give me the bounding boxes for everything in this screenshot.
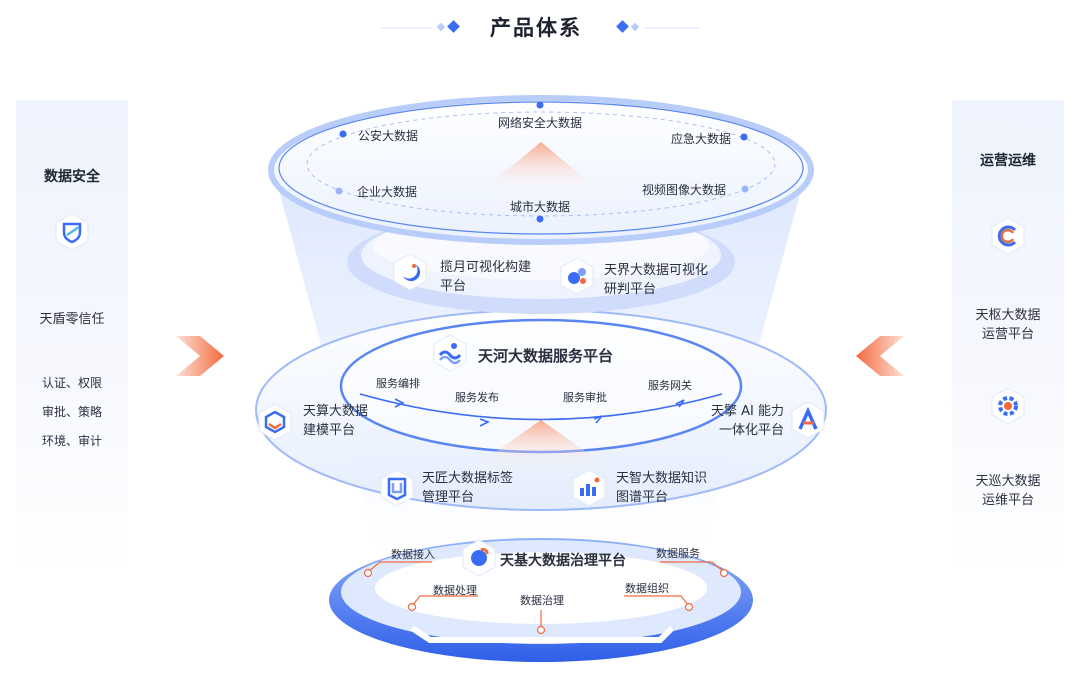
top-item-video-image: 视频图像大数据 — [642, 183, 727, 197]
top-item-public-security: 公安大数据 — [358, 129, 419, 143]
base-step-service: 数据服务 — [656, 547, 700, 560]
left-feature-2: 审批、策略 — [41, 405, 102, 419]
cube-icon — [258, 403, 292, 441]
top-item-enterprise: 企业大数据 — [357, 185, 418, 199]
service-bottom-product-1-line2: 管理平台 — [422, 490, 475, 505]
right-product-2-line2: 运维平台 — [981, 493, 1034, 508]
service-step-orchestrate: 服务编排 — [376, 377, 420, 390]
right-product-2-line1: 天巡大数据 — [975, 474, 1041, 489]
left-panel-title: 数据安全 — [44, 169, 100, 185]
base-ring — [329, 538, 753, 662]
base-step-govern: 数据治理 — [520, 594, 564, 607]
right-panel-title: 运营运维 — [980, 153, 1036, 169]
service-flow — [359, 393, 723, 427]
left-feature-3: 环境、审计 — [41, 434, 102, 448]
page-header: 产品体系 — [0, 12, 1080, 44]
service-right-product-line1: 天擎 AI 能力 — [711, 404, 784, 419]
left-feature-1: 认证、权限 — [41, 376, 102, 390]
service-bottom-product-1-line1: 天匠大数据标签 — [422, 471, 514, 486]
visual-product-2-line1: 天界大数据可视化 — [604, 263, 709, 278]
top-item-emergency: 应急大数据 — [671, 132, 732, 146]
base-step-organize: 数据组织 — [625, 582, 669, 595]
service-step-approve: 服务审批 — [563, 391, 607, 404]
base-layer-title: 天基大数据治理平台 — [500, 553, 626, 569]
moon-star-icon — [393, 253, 427, 291]
top-ring-dots — [335, 101, 749, 223]
base-step-ingest: 数据接入 — [391, 548, 435, 561]
tag-shield-icon — [380, 469, 414, 507]
wave-icon — [433, 334, 467, 372]
right-panel-ops: 运营运维 天枢大数据 运营平台 天巡大数据 运维平台 — [952, 100, 1064, 576]
shield-icon — [55, 213, 89, 251]
graph-bars-icon — [572, 469, 606, 507]
right-flow-arrow — [856, 336, 904, 376]
visual-product-1-line2: 平台 — [440, 279, 467, 294]
top-item-network-security: 网络安全大数据 — [498, 116, 583, 130]
swirl-c-icon — [991, 217, 1025, 255]
bubbles-icon — [560, 257, 594, 295]
right-product-1-line1: 天枢大数据 — [975, 308, 1041, 323]
service-bottom-product-2-line2: 图谱平台 — [616, 490, 669, 505]
ai-logo-icon — [791, 401, 825, 439]
visual-product-2-line2: 研判平台 — [604, 282, 657, 297]
right-product-1-line2: 运营平台 — [981, 327, 1034, 342]
left-panel-product: 天盾零信任 — [39, 312, 105, 327]
service-left-product-line1: 天算大数据 — [303, 404, 369, 419]
top-glow — [478, 142, 604, 194]
base-connectors — [363, 561, 729, 635]
service-layer-title: 天河大数据服务平台 — [478, 347, 614, 365]
left-flow-arrow — [176, 336, 224, 376]
left-panel-security: 数据安全 天盾零信任 认证、权限 审批、策略 环境、审计 — [16, 100, 128, 576]
service-step-publish: 服务发布 — [455, 391, 499, 404]
service-step-gateway: 服务网关 — [648, 379, 692, 392]
service-bottom-product-2-line1: 天智大数据知识 — [616, 471, 708, 486]
droplet-icon — [462, 539, 496, 577]
gear-icon — [991, 387, 1025, 425]
base-step-process: 数据处理 — [433, 584, 477, 597]
title-decoration-left — [380, 20, 460, 33]
service-glow — [470, 420, 612, 470]
service-right-product-line2: 一体化平台 — [719, 423, 785, 438]
visual-product-1-line1: 揽月可视化构建 — [440, 260, 532, 275]
service-left-product-line2: 建模平台 — [303, 423, 356, 438]
top-item-city: 城市大数据 — [510, 200, 571, 214]
page-title: 产品体系 — [490, 16, 582, 40]
